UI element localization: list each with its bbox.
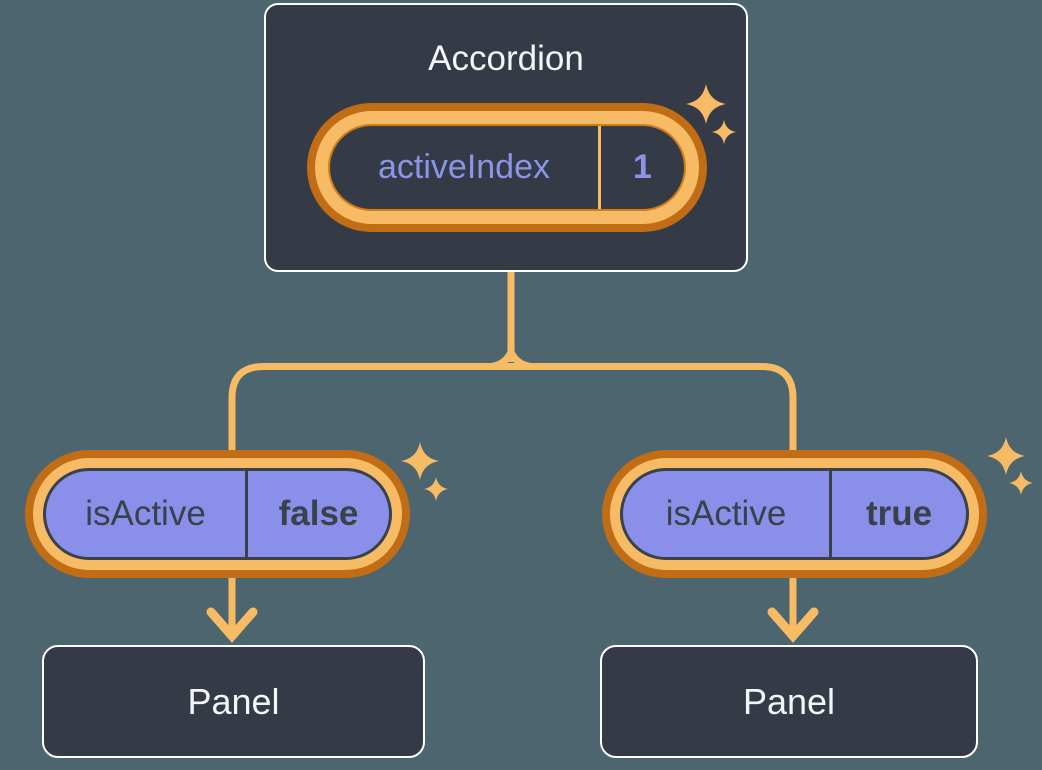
prop-pill-core: isActive false bbox=[43, 468, 392, 560]
state-value-label: 1 bbox=[633, 148, 652, 186]
pill-divider bbox=[598, 126, 601, 209]
state-pill-activeindex: activeIndex 1 bbox=[307, 103, 707, 232]
arrowhead-right-icon bbox=[767, 607, 819, 643]
prop-name-label: isActive bbox=[665, 494, 787, 533]
sparkle-icon-small bbox=[712, 120, 736, 144]
arrowhead-left-icon bbox=[206, 607, 258, 643]
state-name-label: activeIndex bbox=[378, 148, 550, 186]
prop-value-label: false bbox=[278, 494, 359, 533]
prop-pill-right: isActive true bbox=[602, 450, 987, 578]
panel-box-left: Panel bbox=[42, 645, 425, 758]
panel-label: Panel bbox=[742, 680, 836, 722]
branch-line bbox=[228, 363, 797, 631]
prop-value-label: true bbox=[865, 494, 933, 533]
state-pill-core: activeIndex 1 bbox=[328, 124, 686, 211]
accordion-title: Accordion bbox=[428, 39, 584, 78]
prop-pill-core: isActive true bbox=[620, 468, 969, 560]
panel-box-right: Panel bbox=[600, 645, 978, 758]
sparkle-icon bbox=[401, 442, 439, 480]
panel-label: Panel bbox=[187, 680, 280, 722]
pill-divider bbox=[829, 471, 832, 557]
prop-pill-left: isActive false bbox=[25, 450, 410, 578]
sparkle-icon-small bbox=[424, 477, 448, 501]
prop-name-label: isActive bbox=[85, 494, 206, 533]
pill-divider bbox=[245, 471, 248, 557]
sparkle-icon bbox=[686, 84, 726, 124]
sparkle-icon-small bbox=[1009, 471, 1033, 495]
sparkle-icon bbox=[987, 437, 1025, 475]
